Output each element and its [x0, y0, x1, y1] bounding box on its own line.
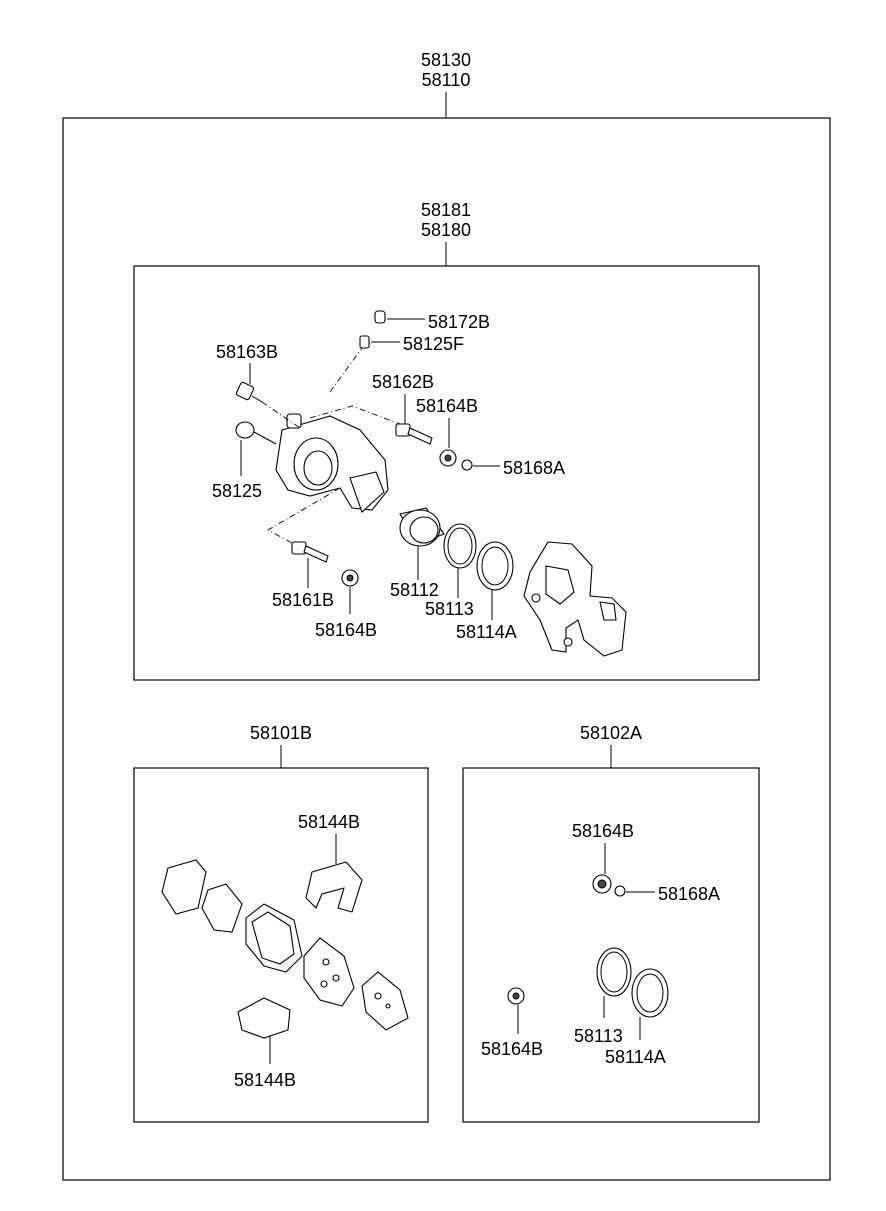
piston-icon — [399, 507, 445, 547]
seal-boot-b-icon — [507, 987, 525, 1005]
pad-kit-code: 58101B — [250, 723, 312, 743]
brake-pad-inner-icon — [245, 903, 303, 973]
callout-bushing-upper: 58168A — [503, 458, 565, 478]
callout-seal-bushing: 58168A — [658, 884, 720, 904]
piston-seal-icon — [443, 523, 477, 569]
callout-piston-seal: 58113 — [425, 599, 474, 619]
assembly-frame — [62, 117, 831, 1181]
washer-icon — [235, 421, 277, 445]
seal-kit-code: 58102A — [580, 723, 642, 743]
caliper-frame — [133, 265, 760, 681]
callout-boot-lower: 58164B — [315, 620, 377, 640]
callout-seal-piston-boot: 58114A — [605, 1047, 666, 1067]
callout-guide-pin-lower: 58161B — [272, 590, 334, 610]
boot-upper-icon — [439, 449, 457, 467]
guide-pin-lower-icon — [291, 541, 329, 563]
callout-boot-upper: 58164B — [416, 396, 478, 416]
upper-pin-axis-line — [309, 405, 401, 425]
assembly-code-1: 58130 — [421, 50, 471, 70]
caliper-code-2: 58180 — [421, 220, 471, 240]
guide-pin-upper-icon — [395, 423, 433, 445]
spring-clip-upper-icon — [305, 861, 363, 913]
piston-boot-icon — [476, 541, 514, 591]
hose-bolt-icon — [235, 381, 263, 403]
shim-outer-plate-icon — [361, 971, 409, 1031]
boot-lower-icon — [341, 569, 359, 587]
seal-piston-seal-icon — [596, 947, 632, 997]
seal-piston-boot-icon — [631, 968, 669, 1018]
caliper-code-1: 58181 — [421, 200, 471, 220]
bleeder-axis-line — [329, 347, 363, 393]
pad-kit-frame — [133, 767, 429, 1123]
seal-bushing-icon — [614, 885, 655, 897]
callout-bleeder-screw: 58125F — [403, 334, 464, 354]
shim-inner-icon — [201, 883, 243, 933]
callout-piston: 58112 — [390, 580, 439, 600]
bleeder-screw-icon — [359, 335, 400, 349]
carrier-bracket-icon — [523, 541, 627, 657]
brake-pad-outer-icon — [303, 937, 355, 1007]
callout-seal-piston-seal: 58113 — [574, 1026, 623, 1046]
seal-kit-frame — [462, 767, 760, 1123]
callout-piston-boot: 58114A — [456, 622, 517, 642]
callout-hose-bolt: 58163B — [216, 342, 278, 362]
caliper-body-icon — [275, 413, 389, 513]
callout-bleeder-cap: 58172B — [428, 312, 490, 332]
callout-spring-clip-lower: 58144B — [234, 1070, 296, 1090]
lower-pin-axis-line — [267, 487, 341, 545]
spring-clip-lower-icon — [237, 997, 291, 1039]
seal-boot-a-icon — [592, 874, 612, 894]
assembly-code-2: 58110 — [422, 70, 471, 90]
callout-guide-pin-upper: 58162B — [372, 372, 434, 392]
callout-spring-clip-upper: 58144B — [298, 812, 360, 832]
bushing-upper-icon — [461, 459, 500, 471]
callout-seal-boot-a: 58164B — [572, 821, 634, 841]
shim-outer-icon — [161, 859, 207, 915]
bleeder-cap-icon — [374, 310, 425, 324]
callout-washer: 58125 — [212, 481, 262, 501]
callout-seal-boot-b: 58164B — [481, 1039, 543, 1059]
